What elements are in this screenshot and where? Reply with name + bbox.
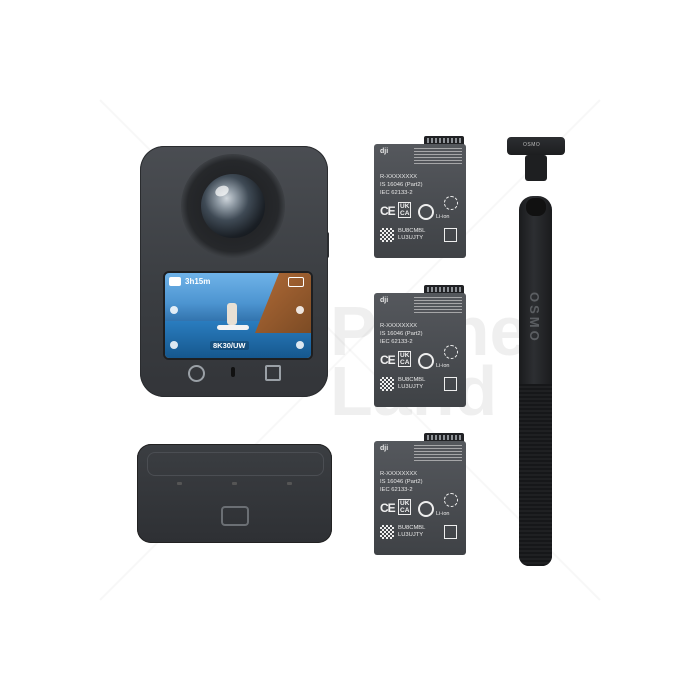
battery-fine-print (414, 445, 462, 463)
battery-code1: BU8CMBL (398, 228, 426, 234)
screen-paddleboard (217, 325, 249, 330)
rod-tip (526, 198, 546, 216)
recycle-icon (444, 196, 458, 210)
case-indicator-dot (287, 482, 292, 485)
battery-chemistry: Li-ion (436, 363, 450, 369)
playback-icon[interactable] (170, 306, 178, 314)
battery-iec: IEC 62133-2 (380, 339, 413, 345)
ce-mark: CE (380, 501, 396, 515)
battery-standard: IS 16046 (Part2) (380, 182, 423, 188)
case-indicator-dot (177, 482, 182, 485)
lens-glint (213, 183, 231, 199)
battery-code1: BU8CMBL (398, 525, 426, 531)
case-indicator-dot (232, 482, 237, 485)
case-lid (147, 452, 324, 476)
battery-pack: dji R-XXXXXXXX IS 16046 (Part2) IEC 6213… (374, 285, 470, 407)
qr-code-icon (380, 228, 394, 242)
battery-charging-case (137, 444, 332, 543)
ce-mark: CE (380, 353, 396, 367)
battery-standard: IS 16046 (Part2) (380, 331, 423, 337)
screen-cliff (255, 273, 311, 333)
battery-iec: IEC 62133-2 (380, 190, 413, 196)
battery-reg: R-XXXXXXXX (380, 323, 418, 329)
case-button[interactable] (221, 506, 249, 526)
battery-icon (288, 277, 304, 287)
battery-chemistry: Li-ion (436, 214, 450, 220)
battery-reg: R-XXXXXXXX (380, 174, 418, 180)
camera-screen[interactable]: 3h15m 8K30/UW (163, 271, 313, 360)
battery-standard: IS 16046 (Part2) (380, 479, 423, 485)
crossed-bin-icon (444, 377, 457, 391)
recycle-icon (444, 345, 458, 359)
rod-brand-label: OSMO (527, 292, 542, 344)
battery-code2: LU3UJTY (398, 532, 424, 538)
settings-icon[interactable] (170, 341, 178, 349)
battery-logo: dji (380, 445, 389, 452)
circle-button[interactable] (188, 365, 205, 382)
battery-contacts (424, 433, 464, 443)
battery-iec: IEC 62133-2 (380, 487, 413, 493)
mount-stem (525, 155, 547, 181)
mount-top: OSMO (507, 137, 565, 155)
screen-mode-label[interactable]: 8K30/UW (210, 341, 249, 350)
adjust-icon[interactable] (296, 306, 304, 314)
screen-person (227, 303, 237, 325)
certification-c-icon (418, 501, 434, 517)
certification-c-icon (418, 353, 434, 369)
battery-body: dji R-XXXXXXXX IS 16046 (Part2) IEC 6213… (374, 144, 466, 258)
battery-contacts (424, 285, 464, 295)
lens-ring (181, 154, 285, 258)
screen-badge-icon (169, 277, 181, 286)
battery-chemistry: Li-ion (436, 511, 450, 517)
battery-code2: LU3UJTY (398, 384, 424, 390)
certification-c-icon (418, 204, 434, 220)
battery-pack: dji R-XXXXXXXX IS 16046 (Part2) IEC 6213… (374, 136, 470, 258)
battery-fine-print (414, 297, 462, 315)
battery-body: dji R-XXXXXXXX IS 16046 (Part2) IEC 6213… (374, 293, 466, 407)
mount-brand-label: OSMO (523, 142, 541, 148)
crossed-bin-icon (444, 525, 457, 539)
recycle-icon (444, 493, 458, 507)
action-camera: 3h15m 8K30/UW (140, 146, 328, 397)
screen-time-remaining: 3h15m (185, 277, 211, 286)
rod-grip (519, 384, 552, 566)
battery-body: dji R-XXXXXXXX IS 16046 (Part2) IEC 6213… (374, 441, 466, 555)
battery-fine-print (414, 148, 462, 166)
crossed-bin-icon (444, 228, 457, 242)
battery-contacts (424, 136, 464, 146)
camera-indicator (231, 367, 235, 377)
battery-reg: R-XXXXXXXX (380, 471, 418, 477)
battery-pack: dji R-XXXXXXXX IS 16046 (Part2) IEC 6213… (374, 433, 470, 555)
battery-logo: dji (380, 297, 389, 304)
battery-logo: dji (380, 148, 389, 155)
stick-mount-adapter: OSMO (507, 137, 565, 183)
ce-mark: CE (380, 204, 396, 218)
camera-lens-icon (201, 174, 265, 238)
qr-code-icon (380, 525, 394, 539)
rotate-icon[interactable] (296, 341, 304, 349)
square-button[interactable] (265, 365, 281, 381)
battery-code1: BU8CMBL (398, 377, 426, 383)
qr-code-icon (380, 377, 394, 391)
battery-code2: LU3UJTY (398, 235, 424, 241)
